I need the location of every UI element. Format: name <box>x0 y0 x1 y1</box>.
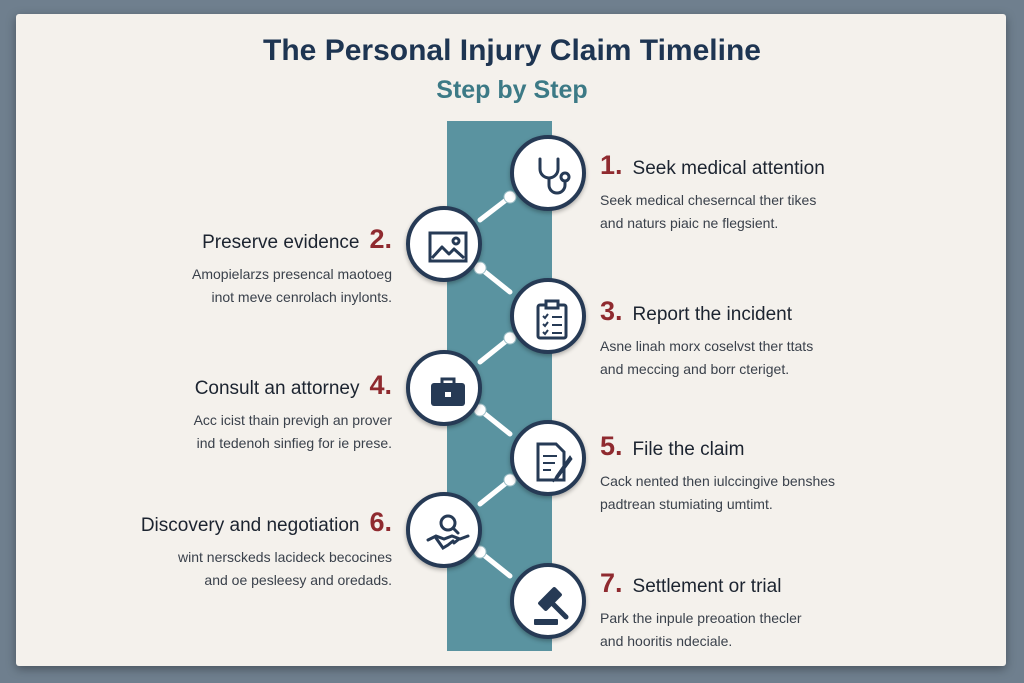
step-description: and naturs piaic ne flegsient. <box>600 215 779 231</box>
step-description: wint nersckeds lacideck becocines <box>178 549 392 565</box>
page-subtitle: Step by Step <box>436 76 588 104</box>
step-number: 6. <box>369 507 392 537</box>
step-label: File the claim <box>632 439 745 460</box>
document-pen-icon <box>536 442 573 483</box>
step-number: 7. <box>600 568 623 598</box>
step-description: and oe pesleesy and oredads. <box>204 572 392 588</box>
step-number: 5. <box>600 431 623 461</box>
step-number: 4. <box>369 370 392 400</box>
step-number: 3. <box>600 296 623 326</box>
step-description: ind tedenoh sinfieg for ie prese. <box>196 435 392 451</box>
photo-icon <box>428 231 468 263</box>
step-description: Acc icist thain previgh an prover <box>193 412 392 428</box>
step-4: Consult an attorney 4. Acc icist thain p… <box>194 370 392 455</box>
step-description: Cack nented then iulccingive benshes <box>600 473 836 489</box>
step-number: 1. <box>600 150 623 180</box>
step-label: Seek medical attention <box>632 158 825 179</box>
handshake-search-icon <box>426 514 470 551</box>
step-6: Discovery and negotiation 6. wint nersck… <box>141 507 392 592</box>
step-7-node <box>510 563 586 639</box>
step-label: Report the incident <box>632 304 793 325</box>
step-number: 2. <box>369 224 392 254</box>
briefcase-icon <box>431 377 465 406</box>
step-label: Consult an attorney <box>194 378 360 399</box>
step-description: inot meve cenrolach inylonts. <box>211 289 392 305</box>
step-1-node <box>510 135 586 211</box>
step-label: Settlement or trial <box>632 576 782 597</box>
step-description: Asne linah morx coselvst ther ttats <box>600 338 814 354</box>
page-title: The Personal Injury Claim Timeline <box>263 34 761 67</box>
step-7: 7. Settlement or trial Park the inpule p… <box>600 568 802 653</box>
stethoscope-icon <box>538 157 571 195</box>
clipboard-icon <box>536 299 568 340</box>
step-5-node <box>510 420 586 496</box>
step-2: Preserve evidence 2. Amopielarzs presenc… <box>192 224 392 309</box>
step-description: and meccing and borr cteriget. <box>600 361 790 377</box>
step-1: 1. Seek medical attention Seek medical c… <box>600 150 825 235</box>
gavel-icon <box>534 587 569 625</box>
step-5: 5. File the claim Cack nented then iulcc… <box>600 431 835 516</box>
step-6-node <box>406 492 482 568</box>
step-description: padtrean stumiating umtimt. <box>600 496 773 512</box>
step-4-node <box>406 350 482 426</box>
step-description: Seek medical cheserncal ther tikes <box>600 192 817 208</box>
step-3: 3. Report the incident Asne linah morx c… <box>600 296 813 381</box>
step-label: Preserve evidence <box>202 232 360 253</box>
step-label: Discovery and negotiation <box>140 515 360 536</box>
step-3-node <box>510 278 586 354</box>
step-2-node <box>406 206 482 282</box>
step-description: Amopielarzs presencal maotoeg <box>192 266 392 282</box>
step-description: Park the inpule preoation thecler <box>600 610 802 626</box>
step-description: and hooritis ndeciale. <box>600 633 733 649</box>
